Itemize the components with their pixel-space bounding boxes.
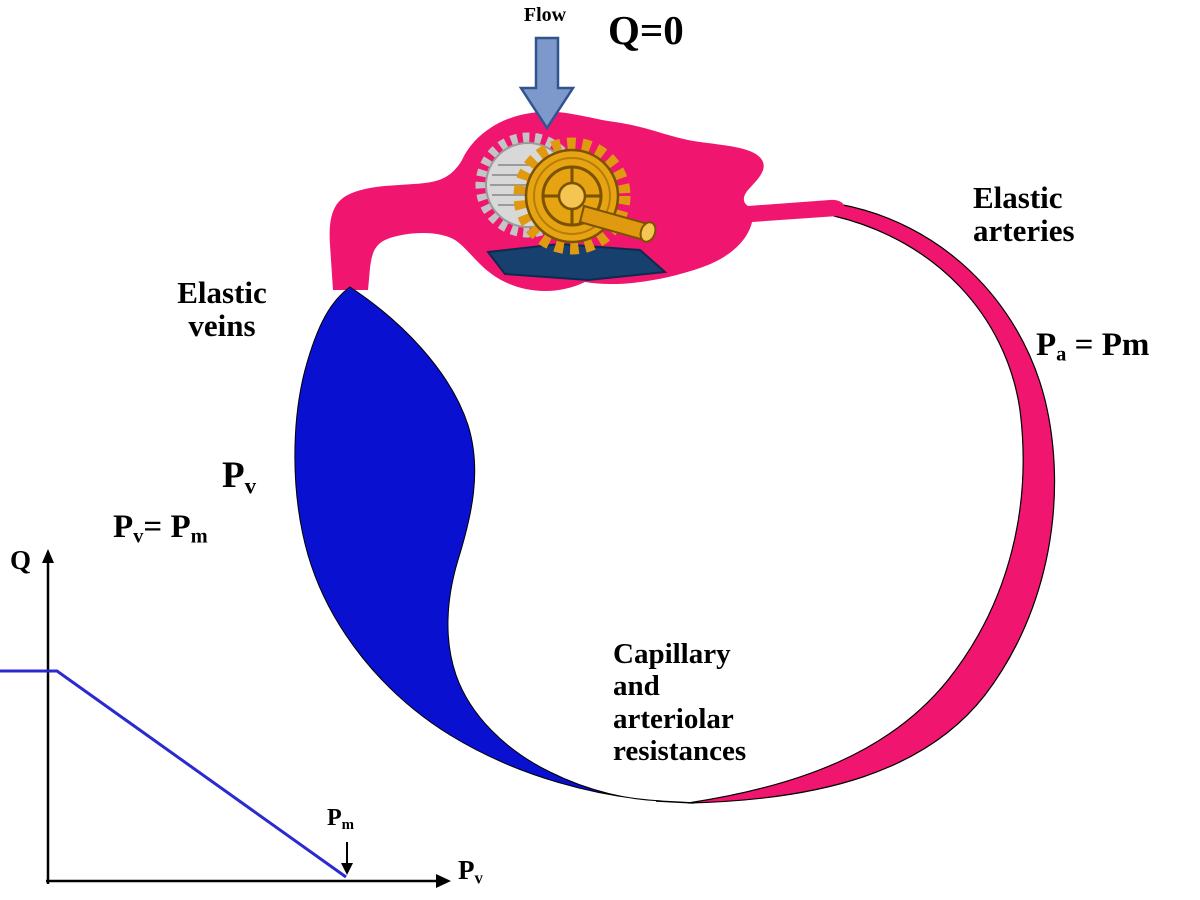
gear-shaft-cap xyxy=(639,221,657,243)
flow-pressure-curve xyxy=(0,669,347,879)
label-q-equals-zero: Q=0 xyxy=(608,7,684,53)
pa-rest: = Pm xyxy=(1066,327,1150,363)
pa-main: P xyxy=(1036,327,1057,363)
label-flow: Flow xyxy=(523,4,567,26)
label-capillary-resistances: Capillary and arteriolar resistances xyxy=(613,638,747,768)
y-axis-arrowhead xyxy=(42,549,54,563)
graph-pv-main: P xyxy=(458,855,475,885)
graph-y-axis-label: Q xyxy=(10,545,32,575)
label-pv-equals-pm: Pv= Pm xyxy=(113,509,208,548)
flow-arrow xyxy=(518,36,576,131)
pv-eq-sub1: v xyxy=(133,525,144,548)
main-gear-spokes xyxy=(543,167,601,225)
pv-eq-mid: = P xyxy=(143,509,191,545)
graph-pv-subscript: v xyxy=(474,868,483,888)
pm-main: P xyxy=(327,805,342,831)
pump-gear-illustration xyxy=(475,132,668,282)
main-gear-hub xyxy=(557,181,587,211)
graph-x-axis-label: Pv xyxy=(458,855,483,888)
inset-graph xyxy=(0,549,451,888)
pv-main: P xyxy=(222,455,245,496)
label-elastic-arteries: Elastic arteries xyxy=(973,180,1075,249)
bottom-circuit-line xyxy=(655,800,695,804)
pm-subscript: m xyxy=(341,817,355,834)
main-gear-ring-outer xyxy=(533,157,611,235)
pv-eq-sub2: m xyxy=(190,525,208,548)
pm-marker-arrowhead xyxy=(341,863,353,875)
graph-pm-marker-label: Pm xyxy=(327,805,355,834)
label-elastic-veins: Elastic veins xyxy=(177,275,267,344)
pv-eq-p1: P xyxy=(113,509,134,545)
label-pa-equals-pm: Pa = Pm xyxy=(1036,327,1150,366)
x-axis-arrowhead xyxy=(436,874,451,888)
elastic-veins-shape xyxy=(294,286,663,802)
pv-subscript: v xyxy=(244,473,257,499)
main-gear-teeth xyxy=(513,137,631,255)
pa-subscript: a xyxy=(1056,343,1067,366)
label-pv: Pv xyxy=(222,456,256,499)
